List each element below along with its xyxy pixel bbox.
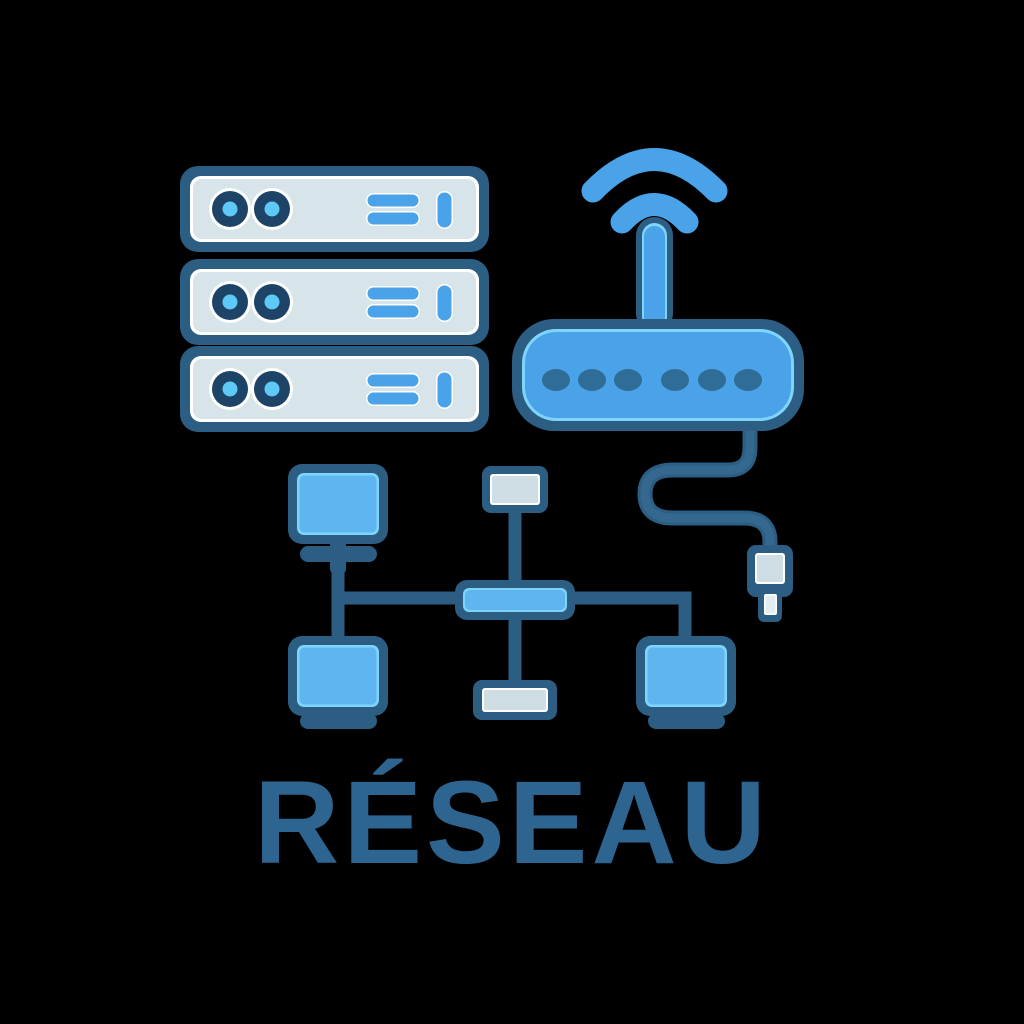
router-antenna bbox=[636, 217, 673, 332]
server-unit-2 bbox=[180, 259, 489, 345]
wireless-router bbox=[512, 148, 804, 431]
wifi-signal-icon bbox=[581, 148, 728, 234]
device-top-center bbox=[482, 466, 548, 513]
router-port-dots bbox=[542, 369, 762, 391]
page-title: RÉSEAU bbox=[254, 757, 770, 889]
monitor-bottom-left bbox=[288, 636, 388, 729]
monitor-top-left bbox=[288, 464, 388, 574]
network-hub bbox=[455, 580, 575, 620]
server-unit-1 bbox=[180, 166, 489, 252]
monitor-bottom-right bbox=[636, 636, 736, 729]
server-stack bbox=[180, 166, 489, 432]
server-unit-3 bbox=[180, 346, 489, 432]
link-hub-bottomright bbox=[555, 591, 692, 655]
plug-connector bbox=[747, 545, 793, 622]
router-body bbox=[512, 319, 804, 431]
device-bottom-center bbox=[473, 680, 557, 720]
router-power-cable bbox=[637, 422, 778, 564]
